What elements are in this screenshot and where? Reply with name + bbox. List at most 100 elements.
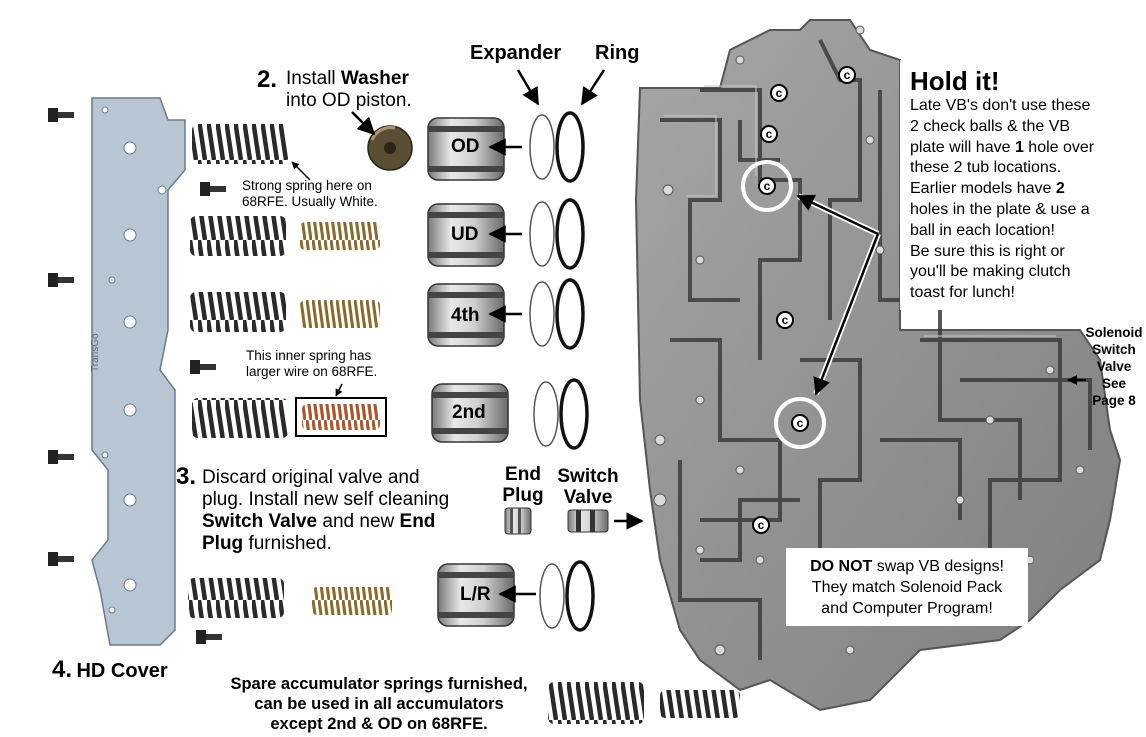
hold-it-line5-pre: Earlier models have	[910, 180, 1056, 198]
step3-number: 3.	[176, 463, 197, 490]
spare-line3-od: OD	[377, 715, 403, 733]
washer-arrow	[351, 111, 376, 136]
check-ball-icon: c	[758, 177, 776, 195]
step3-line4: Plug furnished.	[202, 533, 332, 555]
check-ball-highlight-lower	[774, 397, 826, 449]
check-ball-icon: c	[791, 414, 809, 432]
hold-it-line5-bold: 2	[1055, 180, 1065, 198]
hd-cover-plate	[91, 97, 186, 646]
hold-it-line9: you'll be making clutch	[910, 263, 1071, 281]
inner-spring-ud	[300, 222, 380, 250]
solenoid-note-line1: Solenoid	[1085, 325, 1143, 340]
ring-label: Ring	[595, 42, 640, 64]
piston-label-4th: 4th	[451, 305, 480, 326]
piston-arrows	[488, 138, 536, 603]
solenoid-note-line5: Page 8	[1092, 393, 1136, 408]
step2-line2: into OD piston.	[286, 90, 412, 111]
spare-line2: can be used in all accumulators	[254, 695, 504, 713]
step3-line1: Discard original valve and	[202, 467, 420, 488]
expander-ring-4th	[529, 278, 585, 350]
switch-valve-label-line2: Valve	[563, 487, 613, 508]
hold-it-line3-post: hole over	[1023, 138, 1095, 156]
piston-label-ud: UD	[451, 224, 479, 245]
end-plug-label: End Plug	[500, 464, 546, 506]
piston-label-2nd: 2nd	[452, 402, 486, 423]
check-ball-pointer-arrows	[796, 193, 881, 396]
hold-it-body: Late VB's don't use these 2 check balls …	[910, 96, 1094, 304]
hold-it-line10: toast for lunch!	[910, 284, 1015, 302]
bolt-icon	[200, 182, 226, 196]
check-ball-highlight-upper	[741, 160, 793, 212]
ring-arrow	[580, 69, 606, 106]
end-plug-label-line2: Plug	[502, 485, 544, 506]
solenoid-note: Solenoid Switch Valve See Page 8	[1082, 324, 1146, 409]
step4-hd-cover-text: HD Cover	[76, 660, 168, 682]
piston-lr	[437, 563, 515, 627]
piston-label-od: OD	[451, 136, 480, 157]
warning-panel: DO NOT swap VB designs! They match Solen…	[786, 548, 1028, 626]
check-ball-icon: c	[838, 66, 856, 84]
outer-springs	[188, 124, 644, 724]
inner-spring-2nd	[302, 404, 380, 430]
bolt-icon	[48, 108, 74, 122]
warning-line2: They match Solenoid Pack	[811, 579, 1003, 596]
inner-spring-4th	[300, 300, 380, 328]
inner-spring-note-line1: This inner spring has	[246, 348, 372, 363]
warning-do-not: DO NOT	[810, 558, 873, 575]
outer-spring-od	[192, 124, 288, 164]
step3-plug-text: Plug	[202, 533, 244, 554]
warning-line1: DO NOT swap VB designs!	[786, 556, 1028, 577]
step3-furnished-text: furnished.	[243, 533, 332, 554]
valve-body	[634, 19, 1122, 712]
step4-label: 4. HD Cover	[52, 656, 168, 684]
bolt-icon	[190, 360, 216, 374]
strong-spring-note-line2: 68RFE. Usually White.	[242, 194, 378, 209]
spare-line3-post: on 68RFE.	[402, 715, 488, 733]
hold-it-line7: ball in each location!	[910, 221, 1055, 239]
inner-springs	[295, 222, 740, 718]
step3-end-text: End	[399, 511, 436, 532]
piston-label-lr: L/R	[460, 584, 491, 605]
piston-od	[427, 117, 505, 181]
end-plug-icon	[504, 507, 532, 535]
expander-ring-ud	[529, 198, 585, 270]
hold-it-line2: 2 check balls & the VB	[910, 117, 1071, 135]
expander-arrow	[516, 69, 540, 106]
step2-washer-text: Washer	[340, 68, 409, 89]
solenoid-note-line2: Switch	[1092, 342, 1136, 357]
bolt-icon	[48, 552, 74, 566]
piston-2nd	[431, 383, 509, 443]
switch-valve-label-line1: Switch	[557, 466, 619, 487]
hold-it-line6: holes in the plate & use a	[910, 200, 1090, 218]
hold-it-title: Hold it!	[910, 66, 1000, 96]
hold-it-line5: Earlier models have 2	[910, 179, 1094, 200]
step4-number: 4.	[52, 656, 73, 683]
warning-line1-rest: swap VB designs!	[872, 558, 1004, 575]
hold-it-line8: Be sure this is right or	[910, 242, 1065, 260]
expander-ring-lr	[539, 560, 595, 632]
hold-it-line3-bold: 1	[1014, 138, 1024, 156]
hold-it-line3: plate will have 1 hole over	[910, 138, 1094, 159]
spare-spring-large	[548, 682, 644, 724]
washer-icon	[367, 125, 413, 171]
cover-bolts	[48, 108, 226, 644]
hold-it-panel: Hold it! Late VB's don't use these 2 che…	[900, 60, 1128, 310]
expander-ring-od	[529, 111, 585, 183]
step3-switch-valve-text: Switch Valve	[202, 511, 318, 532]
expander-label: Expander	[470, 42, 562, 64]
step3-line3: Switch Valve and new End	[202, 511, 435, 533]
step3-mid-text: and new	[317, 511, 400, 532]
seal-rings	[529, 111, 595, 632]
plate-brand-text: TransGo	[90, 333, 101, 372]
warning-line3: and Computer Program!	[821, 600, 993, 617]
spare-line3-pre: except 2nd &	[270, 715, 378, 733]
check-ball-icon: c	[760, 125, 778, 143]
hold-it-line1: Late VB's don't use these	[910, 97, 1091, 114]
spare-spring-small	[660, 690, 740, 718]
step2-instruction: 2.	[257, 66, 277, 94]
strong-spring-arrow	[291, 161, 311, 181]
strong-spring-note-line1: Strong spring here on	[242, 178, 372, 193]
hold-it-line3-pre: plate will have	[910, 138, 1015, 156]
check-ball-icon: c	[776, 311, 794, 329]
